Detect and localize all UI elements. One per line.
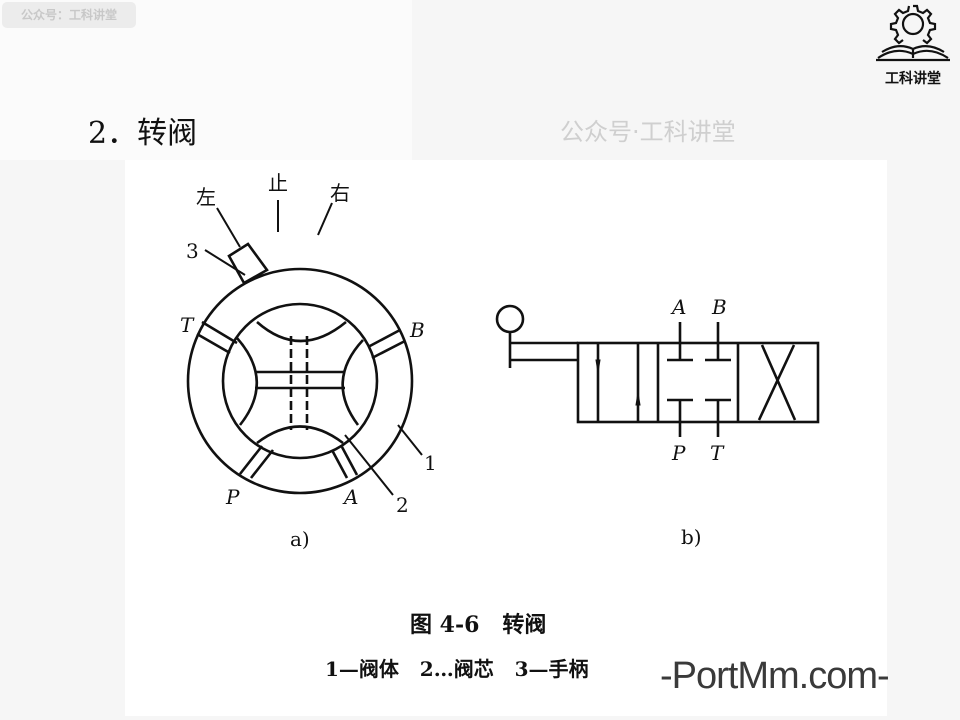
cross-flow-lines (757, 344, 797, 421)
callout-1: 1 (424, 451, 437, 475)
gear-book-icon (876, 4, 950, 62)
handle (227, 242, 269, 285)
diagram-a (186, 200, 423, 496)
valve-envelope (576, 341, 820, 424)
core-channel-horizontal (255, 370, 345, 390)
b-port-label-P: P (671, 441, 686, 465)
figure-caption: 图 4-6 转阀 (410, 612, 546, 638)
arrowheads (595, 359, 641, 406)
b-port-label-A: A (670, 295, 686, 319)
diagram-b (495, 304, 820, 437)
callout-leaders (204, 249, 423, 496)
core-lobe-left (236, 337, 259, 426)
callout-2: 2 (396, 493, 409, 517)
core-lobe-bottom (256, 425, 344, 445)
figure-image (125, 160, 887, 716)
port-channel-B (367, 328, 406, 360)
logo-text: 工科讲堂 (885, 71, 941, 87)
figure-a-label: a) (290, 527, 310, 551)
valve-body-outer (186, 267, 414, 495)
valve-body-inner (221, 302, 379, 460)
overlay-watermark: -PortMm.com- (660, 655, 890, 697)
port-channel-T (196, 320, 238, 355)
b-port-label-B: B (711, 295, 727, 319)
blocked-ports-top (667, 322, 731, 362)
callout-3: 3 (186, 239, 199, 263)
core-lobe-top (256, 320, 347, 343)
blocked-ports-bottom (667, 398, 731, 437)
port-label-A: A (342, 485, 358, 509)
watermark-badge: 公众号：工科讲堂 (2, 2, 136, 28)
label-left: 左 (196, 185, 216, 209)
lever-knob (495, 304, 525, 334)
port-label-T: T (180, 313, 195, 337)
core-lobe-right (341, 339, 364, 426)
port-label-P: P (225, 485, 240, 509)
lever (508, 332, 578, 368)
port-channel-P (238, 445, 275, 479)
label-stop: 止 (268, 171, 288, 195)
faint-watermark: 公众号·工科讲堂 (560, 118, 736, 146)
label-right: 右 (330, 181, 350, 205)
core-channel-vertical (289, 336, 309, 430)
flow-arrows-left (596, 343, 640, 422)
figure-b-label: b) (681, 525, 702, 549)
port-channel-A (330, 446, 359, 479)
position-leaders (216, 200, 333, 248)
port-label-B: B (409, 318, 425, 342)
slide-title: 2．转阀 (88, 116, 198, 151)
envelope-dividers (656, 343, 740, 422)
b-port-label-T: T (710, 441, 725, 465)
logo: 工科讲堂 (868, 2, 958, 90)
figure-legend: 1—阀体 2…阀芯 3—手柄 (325, 657, 589, 681)
